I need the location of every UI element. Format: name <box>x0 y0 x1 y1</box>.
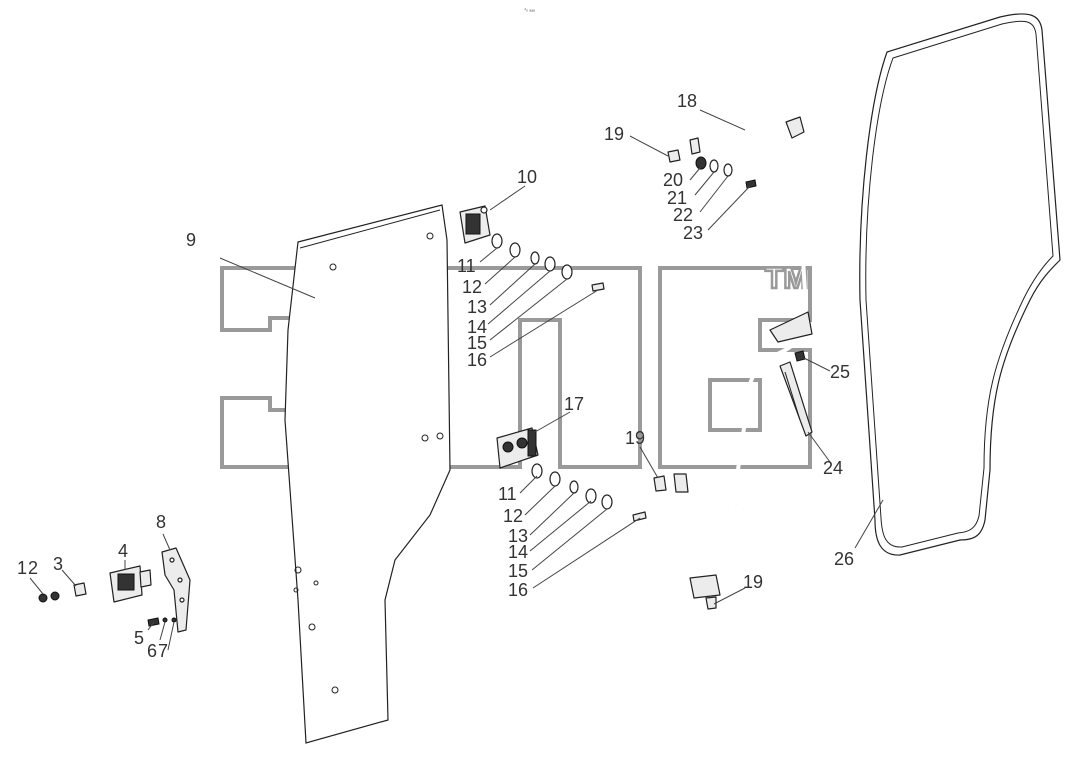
callout-12-lower: 12 <box>503 506 523 526</box>
callout-labels: 9 10 11 12 13 14 15 16 17 11 12 13 14 15… <box>17 91 854 661</box>
callout-13-lower: 13 <box>508 526 528 546</box>
callout-17: 17 <box>564 394 584 414</box>
callout-3: 3 <box>53 554 63 574</box>
upper-washer-set <box>491 233 605 292</box>
callout-11-lower: 11 <box>498 484 517 504</box>
callout-5: 5 <box>134 628 144 648</box>
small-nut-2 <box>50 591 60 601</box>
small-nut-1 <box>38 593 48 603</box>
top-mark: ⁴ₒ ₐₐₐ <box>524 7 535 13</box>
callout-24: 24 <box>823 458 843 478</box>
callout-6: 6 <box>147 641 157 661</box>
callout-16-lower: 16 <box>508 580 528 600</box>
callout-15-lower: 15 <box>508 561 528 581</box>
callout-20: 20 <box>663 170 683 190</box>
callout-11-upper: 11 <box>457 256 476 276</box>
callout-13-upper: 13 <box>467 297 487 317</box>
callout-22: 22 <box>673 205 693 225</box>
callout-10: 10 <box>517 167 537 187</box>
callout-19-bottom: 19 <box>743 572 763 592</box>
lower-hinge <box>496 427 539 469</box>
lower-washer-set <box>531 463 647 522</box>
pivot-fastener-set <box>695 156 757 189</box>
pin <box>73 582 87 597</box>
callout-8: 8 <box>156 512 166 532</box>
callout-7: 7 <box>158 641 168 661</box>
lock-block <box>109 565 152 603</box>
door-glass-panel <box>284 204 451 744</box>
callout-14-upper: 14 <box>467 317 487 337</box>
callout-18: 18 <box>677 91 697 111</box>
callout-23: 23 <box>683 223 703 243</box>
strut-nut <box>794 350 806 362</box>
callout-9: 9 <box>186 230 196 250</box>
callout-15-upper: 15 <box>467 333 487 353</box>
latch-plate <box>161 547 191 633</box>
leader-lines <box>29 109 884 651</box>
callout-1: 1 <box>17 558 27 578</box>
callout-26: 26 <box>834 549 854 569</box>
callout-12-upper: 12 <box>462 277 482 297</box>
nut-set <box>653 149 717 610</box>
door-seal <box>859 13 1061 556</box>
callout-19-mid: 19 <box>625 428 645 448</box>
gas-strut <box>779 361 813 437</box>
callout-14-lower: 14 <box>508 542 528 562</box>
callout-16-upper: 16 <box>467 350 487 370</box>
door-frame-tube <box>673 116 813 601</box>
callout-25: 25 <box>830 362 850 382</box>
watermark-tm: TM <box>765 262 808 295</box>
callout-21: 21 <box>667 188 687 208</box>
callout-19-top: 19 <box>604 124 624 144</box>
upper-hinge <box>459 205 491 244</box>
callout-4: 4 <box>118 541 128 561</box>
callout-2: 2 <box>28 558 38 578</box>
